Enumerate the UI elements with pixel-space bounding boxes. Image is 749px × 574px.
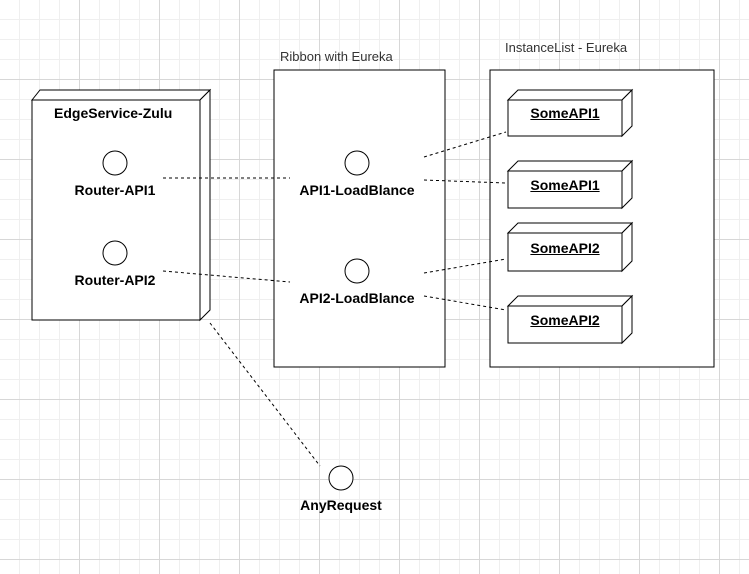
router-api2-circle[interactable] <box>102 240 128 266</box>
any-request-label: AnyRequest <box>300 497 382 513</box>
instance-label-1: SomeAPI1 <box>530 105 600 121</box>
instance-box-title: InstanceList - Eureka <box>505 40 628 55</box>
instance-label-2: SomeAPI1 <box>530 177 600 193</box>
router-api2-label: Router-API2 <box>74 272 156 288</box>
connector-lb1-instance1[interactable] <box>423 131 507 158</box>
connector-edge-anyrequest[interactable] <box>209 322 321 467</box>
edge-service-title: EdgeService-Zulu <box>54 105 173 121</box>
edge-service-node[interactable] <box>30 88 212 322</box>
api2-loadblance-label: API2-LoadBlance <box>299 290 415 306</box>
connector-lb1-instance2[interactable] <box>423 179 507 184</box>
ribbon-box-title: Ribbon with Eureka <box>280 49 393 64</box>
instance-node-1[interactable] <box>506 88 634 138</box>
connector-lb2-instance4[interactable] <box>423 295 507 311</box>
connector-lb2-instance3[interactable] <box>423 258 507 274</box>
instance-node-4[interactable] <box>506 294 634 345</box>
ribbon-box[interactable] <box>273 69 446 368</box>
api2-loadblance-circle[interactable] <box>344 258 370 284</box>
instance-label-4: SomeAPI2 <box>530 312 600 328</box>
instance-label-3: SomeAPI2 <box>530 240 600 256</box>
router-api1-label: Router-API1 <box>74 182 156 198</box>
api1-loadblance-circle[interactable] <box>344 150 370 176</box>
instance-node-3[interactable] <box>506 221 634 273</box>
instance-node-2[interactable] <box>506 159 634 210</box>
api1-loadblance-label: API1-LoadBlance <box>299 182 415 198</box>
any-request-circle[interactable] <box>328 465 354 491</box>
router-api1-circle[interactable] <box>102 150 128 176</box>
